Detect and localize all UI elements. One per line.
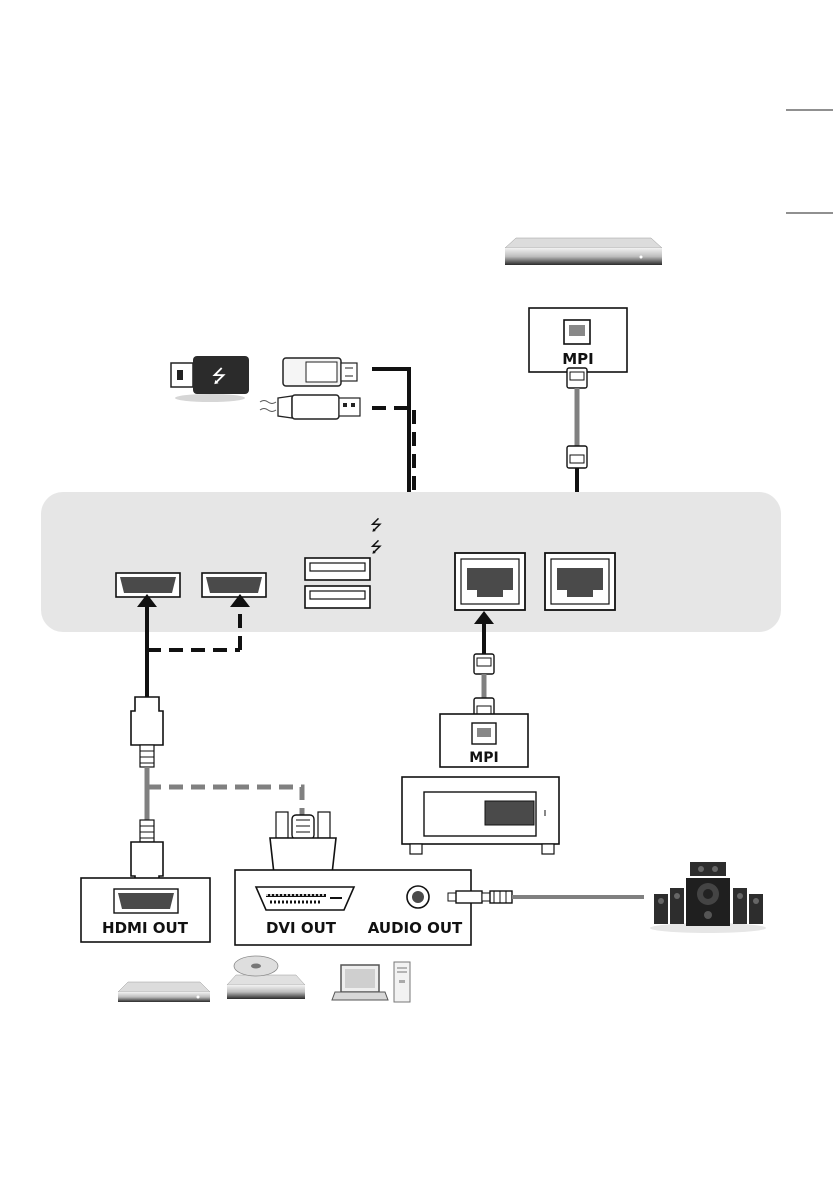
set-top-box-icon — [505, 238, 662, 265]
hdmi-out-label: HDMI OUT — [102, 919, 189, 937]
svg-text:⭍: ⭍ — [212, 366, 227, 387]
hdmi-port-1 — [116, 573, 180, 597]
audio-out-label: AUDIO OUT — [368, 919, 463, 937]
hdmi-port-2 — [202, 573, 266, 597]
dvi-adapter-cable — [147, 787, 302, 815]
mpi-box-top: MPI — [529, 308, 627, 372]
usb-stick-icon — [283, 358, 357, 386]
mpi-bottom-label: MPI — [469, 750, 498, 766]
mpi-box-bottom: MPI — [440, 714, 528, 767]
usb-port-1 — [305, 558, 370, 580]
dvi-out-label: DVI OUT — [266, 919, 337, 937]
disc-player-icon — [227, 956, 305, 999]
pc-tower-icon — [394, 962, 410, 1002]
hdmi-connector-upper — [131, 697, 163, 767]
usb-symbol-icon-1: ⭍ — [370, 516, 383, 534]
rj45-port-1 — [455, 553, 525, 610]
hdmi-out-box: HDMI OUT — [81, 878, 210, 942]
mpi-top-cable — [567, 368, 587, 512]
tv-rear-panel — [41, 492, 781, 632]
audio-cable — [448, 891, 644, 903]
dvi-connector — [270, 812, 336, 874]
usb-drive-icon: ⭍ — [171, 356, 249, 402]
usb-symbol-icon-2: ⭍ — [370, 538, 383, 556]
dvd-player-icon — [118, 982, 210, 1002]
usb-port-2 — [305, 586, 370, 608]
rj45-port-2 — [545, 553, 615, 610]
laptop-icon — [332, 965, 388, 1000]
usb-cable-plug-icon — [260, 395, 360, 419]
mpi-top-label: MPI — [562, 350, 594, 368]
tv-receiver-icon — [402, 777, 559, 854]
dvi-audio-out-box: DVI OUT AUDIO OUT — [235, 870, 471, 945]
speaker-system-icon — [650, 862, 766, 933]
